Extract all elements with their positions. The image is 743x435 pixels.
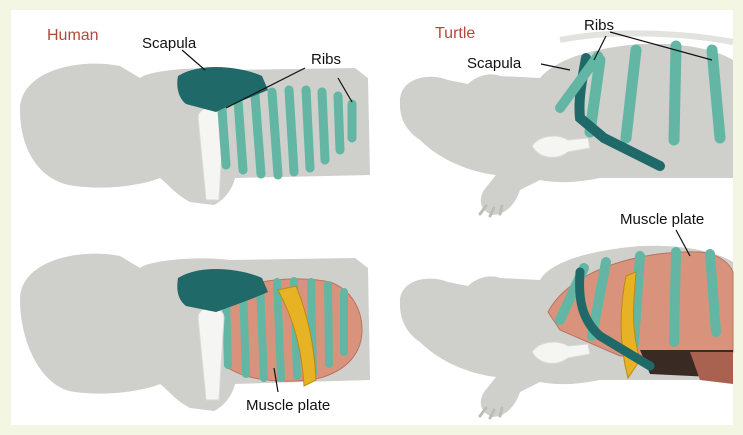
human-rib [222, 110, 226, 165]
human-rib [243, 290, 246, 374]
human-rib [272, 92, 278, 175]
turtle-bottom-figure: Muscle plate [400, 211, 733, 418]
human-rib [338, 96, 340, 150]
human-rib [226, 300, 228, 365]
human-rib [328, 285, 329, 364]
human-rib [322, 92, 325, 160]
turtle-muscle-label: Muscle plate [620, 211, 704, 228]
turtle-carapace-edge [560, 33, 733, 42]
human-title: Human [47, 27, 99, 44]
turtle-title: Turtle [435, 25, 475, 42]
turtle-top-figure: Turtle Scapula Ribs [400, 17, 733, 216]
turtle-rib [674, 46, 676, 140]
human-ribs-label: Ribs [311, 51, 341, 68]
human-top-figure: Human Scapula Ribs [20, 27, 370, 205]
human-rib [255, 95, 261, 174]
human-rib [260, 285, 264, 378]
human-rib [306, 90, 310, 168]
turtle-ribs-label: Ribs [584, 17, 614, 34]
human-muscle-label: Muscle plate [246, 397, 330, 414]
turtle-rib [710, 254, 716, 332]
human-scapula-label: Scapula [142, 35, 197, 52]
human-rib [289, 90, 294, 172]
human-rib [238, 100, 243, 170]
turtle-rib [634, 256, 640, 344]
turtle-scapula-label: Scapula [467, 55, 522, 72]
human-rib [277, 282, 281, 378]
turtle-rib [674, 252, 676, 342]
human-bottom-figure: Muscle plate [20, 254, 370, 414]
human-scapula-pointer [182, 50, 205, 70]
